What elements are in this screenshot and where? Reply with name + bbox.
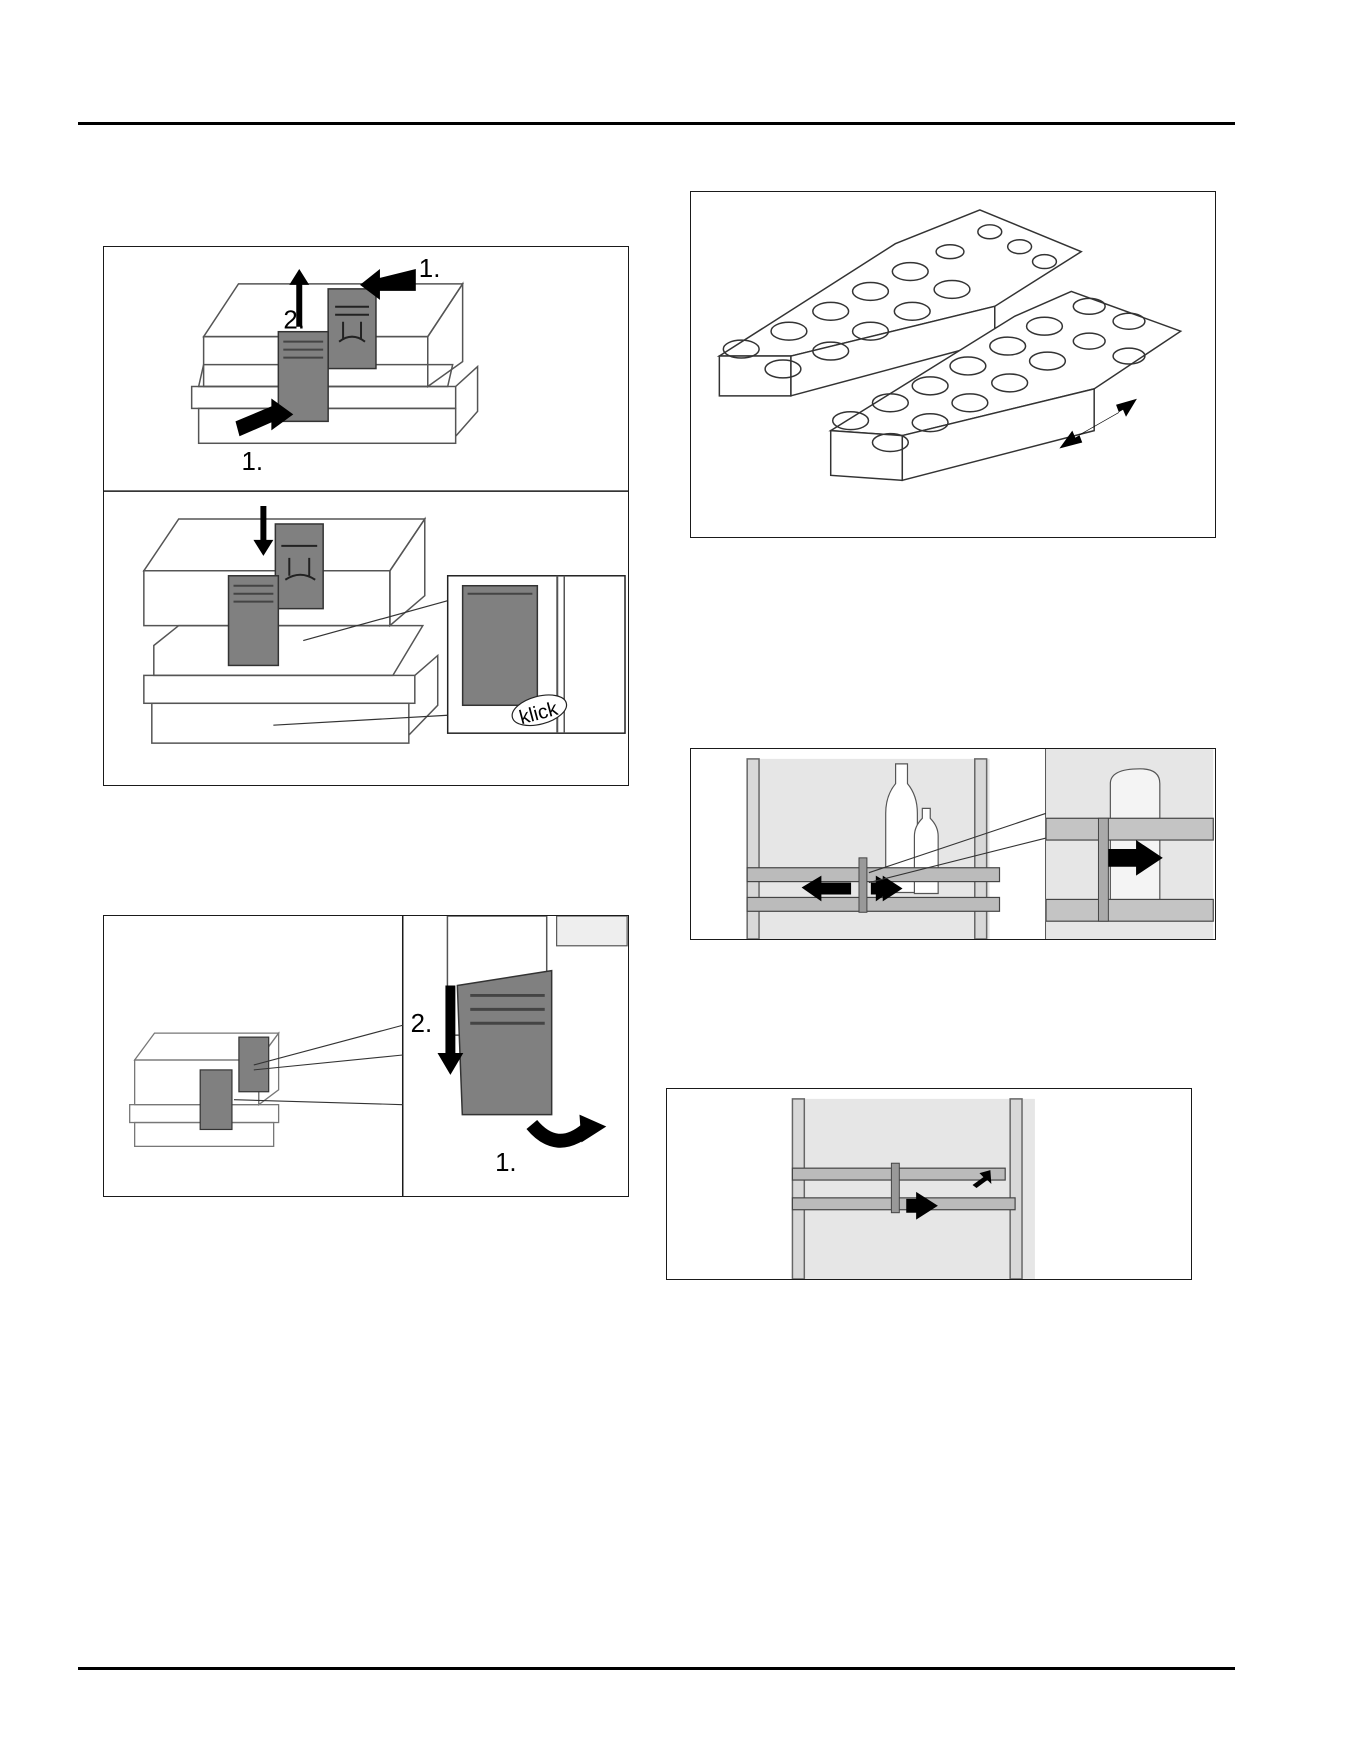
step-label-lift: 2. (283, 307, 305, 335)
partition-panel-back (328, 289, 376, 369)
curved-arrow-icon (532, 1115, 606, 1143)
figure-divider-remove-install: 1. 2. 1. klick (103, 246, 629, 786)
figure-egg-trays (690, 191, 1216, 538)
partition-panel-inserted-back (275, 524, 323, 609)
top-rule (78, 122, 1235, 125)
figure-bottle-holder (690, 748, 1216, 940)
egg-tray-illustration (691, 192, 1215, 537)
tilting-partition (457, 971, 551, 1115)
partition-panel-front (278, 332, 328, 422)
step-label-insert: 1. (419, 255, 441, 283)
step-label-push-down: 2. (411, 1010, 433, 1038)
figure-partition-fold: 2. 1. (103, 915, 629, 1197)
step-label-tilt: 1. (495, 1149, 517, 1177)
fold-illustration: 2. 1. (104, 916, 628, 1196)
door-shelf-illustration (667, 1089, 1191, 1279)
partition-panel-inserted-front (229, 576, 279, 666)
bottom-rule (78, 1667, 1235, 1670)
step-label-insert-second: 1. (241, 448, 263, 476)
arrow-down-icon (253, 506, 273, 556)
figure-door-shelf (666, 1088, 1192, 1280)
divider-illustration: 1. 2. 1. klick (104, 247, 628, 785)
bottle-holder-illustration (691, 749, 1215, 939)
